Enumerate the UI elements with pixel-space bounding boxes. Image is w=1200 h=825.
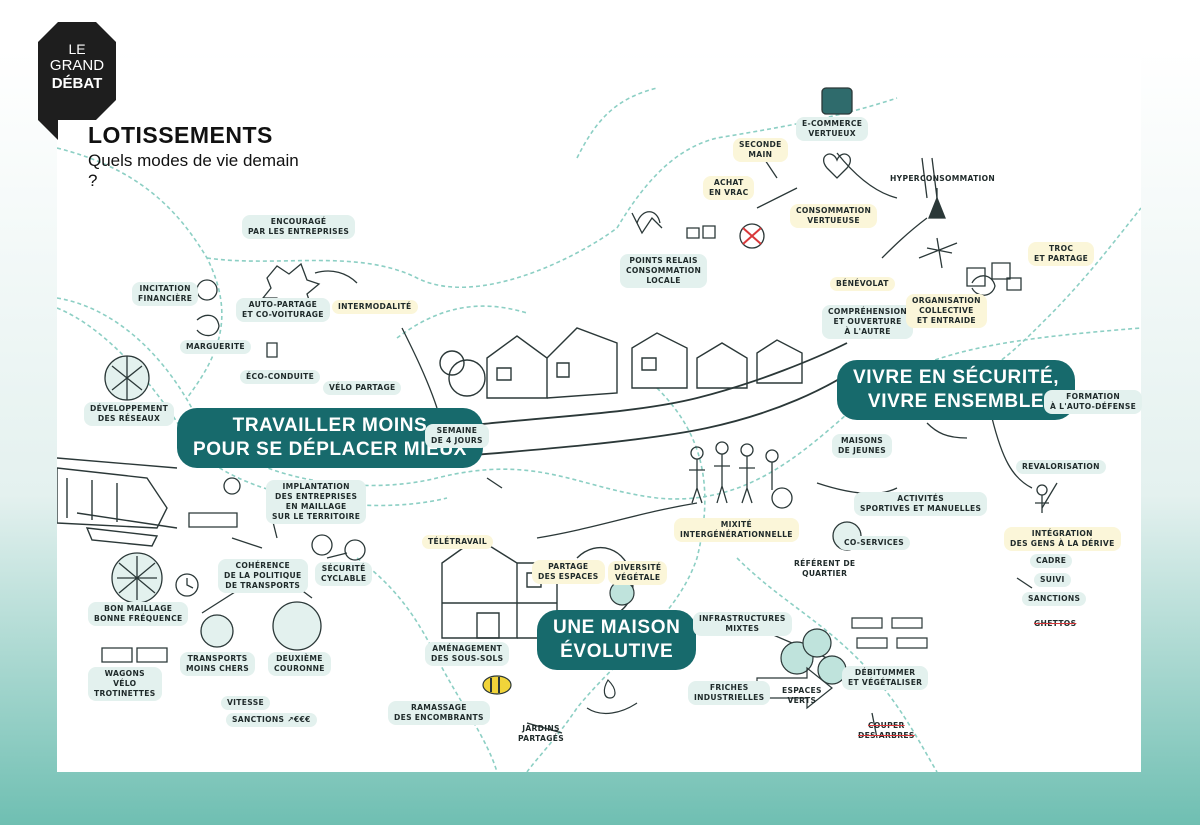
label-integration: INTÉGRATION DES GENS À LA DÉRIVE bbox=[1004, 527, 1121, 551]
label-sanctions-euro: SANCTIONS ↗€€€ bbox=[226, 713, 317, 727]
label-activites: ACTIVITÉS SPORTIVES ET MANUELLES bbox=[854, 492, 988, 516]
logo-badge-icon bbox=[38, 22, 116, 140]
label-espaces-verts: ESPACES VERTS bbox=[782, 686, 822, 705]
label-revalorisation: REVALORISATION bbox=[1016, 460, 1106, 474]
label-ramassage: RAMASSAGE DES ENCOMBRANTS bbox=[388, 701, 490, 725]
label-friches: FRICHES INDUSTRIELLES bbox=[688, 681, 771, 705]
label-autopartage: AUTO-PARTAGE ET CO-VOITURAGE bbox=[236, 298, 330, 322]
label-couronne: DEUXIÈME COURONNE bbox=[268, 652, 331, 676]
label-consommation: CONSOMMATION VERTUEUSE bbox=[790, 204, 878, 228]
label-velopartage: VÉLO PARTAGE bbox=[323, 381, 402, 395]
label-benevolat: BÉNÉVOLAT bbox=[830, 277, 895, 291]
label-securite-cyclable: SÉCURITÉ CYCLABLE bbox=[315, 562, 373, 586]
label-transports: TRANSPORTS MOINS CHERS bbox=[180, 652, 256, 676]
label-diversite: DIVERSITÉ VÉGÉTALE bbox=[608, 561, 668, 585]
label-marguerite: MARGUERITE bbox=[180, 340, 251, 354]
label-ecoconduite: ÉCO-CONDUITE bbox=[240, 370, 321, 384]
label-ecommerce: E-COMMERCE VERTUEUX bbox=[796, 117, 869, 141]
label-teletravail: TÉLÉTRAVAIL bbox=[422, 535, 493, 549]
label-achat-vrac: ACHAT EN VRAC bbox=[703, 176, 755, 200]
label-mixite: MIXITÉ INTERGÉNÉRATIONNELLE bbox=[674, 518, 799, 542]
label-couper: COUPER DES ARBRES bbox=[858, 721, 915, 740]
logo-line-3: DÉBAT bbox=[51, 75, 103, 92]
label-intermodalite: INTERMODALITÉ bbox=[332, 300, 418, 314]
label-incitation: INCITATION FINANCIÈRE bbox=[132, 282, 199, 306]
label-semaine: SEMAINE DE 4 JOURS bbox=[425, 424, 489, 448]
label-coservices: CO-SERVICES bbox=[838, 536, 911, 550]
label-partage-espaces: PARTAGE DES ESPACES bbox=[532, 560, 605, 584]
label-troc: TROC ET PARTAGE bbox=[1028, 242, 1095, 266]
logo-line-2: GRAND bbox=[49, 57, 105, 74]
label-ghettos: GHETTOS bbox=[1034, 619, 1077, 628]
banner-vivre: VIVRE EN SÉCURITÉ, VIVRE ENSEMBLE bbox=[837, 360, 1076, 420]
label-referent: RÉFÉRENT DE QUARTIER bbox=[794, 559, 856, 578]
label-infrastructures: INFRASTRUCTURES MIXTES bbox=[693, 612, 792, 636]
label-debitumer: DÉBITUMMER ET VÉGÉTALISER bbox=[842, 666, 929, 690]
label-amenagement: AMÉNAGEMENT DES SOUS-SOLS bbox=[425, 642, 510, 666]
label-developpement: DÉVELOPPEMENT DES RÉSEAUX bbox=[84, 402, 175, 426]
label-seconde-main: SECONDE MAIN bbox=[733, 138, 788, 162]
label-points-relais: POINTS RELAIS CONSOMMATION LOCALE bbox=[620, 254, 708, 288]
label-cadre: CADRE bbox=[1030, 554, 1073, 568]
label-implantation: IMPLANTATION DES ENTREPRISES EN MAILLAGE… bbox=[266, 480, 367, 524]
banner-maison: UNE MAISON ÉVOLUTIVE bbox=[537, 610, 697, 670]
label-suivi: SUIVI bbox=[1034, 573, 1071, 587]
label-formation: FORMATION À L'AUTO-DÉFENSE bbox=[1044, 390, 1143, 414]
label-jardins: JARDINS PARTAGÉS bbox=[518, 724, 565, 743]
label-organisation: ORGANISATION COLLECTIVE ET ENTRAIDE bbox=[906, 294, 987, 328]
label-comprehension: COMPRÉHENSION ET OUVERTURE À L'AUTRE bbox=[822, 305, 914, 339]
label-bon-maillage: BON MAILLAGE BONNE FRÉQUENCE bbox=[88, 602, 189, 626]
label-hyperconsommation: HYPERCONSOMMATION bbox=[890, 174, 996, 183]
label-vitesse: VITESSE bbox=[221, 696, 270, 710]
label-maisons-jeunes: MAISONS DE JEUNES bbox=[832, 434, 893, 458]
label-sanctions: SANCTIONS bbox=[1022, 592, 1087, 606]
label-encourage: ENCOURAGÉ PAR LES ENTREPRISES bbox=[242, 215, 356, 239]
grand-debat-logo: LE GRAND DÉBAT bbox=[38, 22, 116, 142]
page-title: LOTISSEMENTS bbox=[88, 122, 273, 148]
label-wagons: WAGONS VÉLO TROTINETTES bbox=[88, 667, 162, 701]
page-subtitle: Quels modes de vie demain ? bbox=[88, 151, 299, 190]
label-coherence: COHÉRENCE DE LA POLITIQUE DE TRANSPORTS bbox=[218, 559, 308, 593]
logo-line-1: LE bbox=[68, 41, 86, 57]
